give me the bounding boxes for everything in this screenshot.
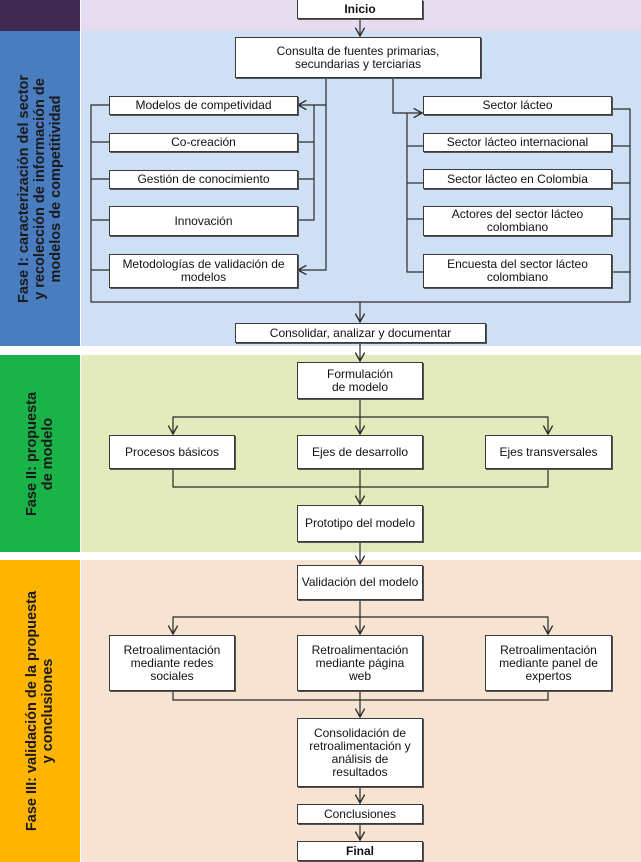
node-ejes-desarrollo: Ejes de desarrollo (297, 435, 423, 469)
node-consolidar: Consolidar, analizar y documentar (235, 323, 486, 343)
node-metodologias: Metodologías de validación de modelos (109, 254, 298, 288)
node-consolidacion: Consolidación de retroalimentación y aná… (297, 718, 423, 787)
node-retro-expertos: Retroalimentación mediante panel de expe… (485, 635, 612, 691)
node-modelos-competitividad: Modelos de competividad (109, 96, 298, 115)
node-final: Final (297, 841, 423, 861)
node-sector-lacteo: Sector lácteo (423, 96, 612, 115)
node-actores: Actores del sector lácteo colombiano (423, 206, 612, 236)
node-innovacion: Innovación (109, 206, 298, 236)
node-co-creacion: Co-creación (109, 133, 298, 152)
node-retro-redes: Retroalimentación mediante redes sociale… (109, 635, 235, 691)
node-prototipo: Prototipo del modelo (297, 505, 423, 542)
node-sector-internacional: Sector lácteo internacional (423, 133, 612, 152)
node-consulta: Consulta de fuentes primarias, secundari… (235, 37, 481, 78)
node-inicio: Inicio (297, 0, 423, 19)
node-formulacion: Formulación de modelo (297, 362, 423, 399)
node-procesos-basicos: Procesos básicos (109, 435, 235, 469)
node-sector-colombia: Sector lácteo en Colombia (423, 169, 612, 189)
node-gestion-conocimiento: Gestión de conocimiento (109, 170, 298, 189)
node-validacion: Validación del modelo (297, 565, 423, 600)
node-encuesta: Encuesta del sector lácteo colombiano (423, 254, 612, 288)
node-retro-web: Retroalimentación mediante página web (297, 635, 423, 691)
node-conclusiones: Conclusiones (297, 804, 423, 824)
top-strip (0, 0, 80, 31)
node-ejes-transversales: Ejes transversales (485, 435, 612, 469)
